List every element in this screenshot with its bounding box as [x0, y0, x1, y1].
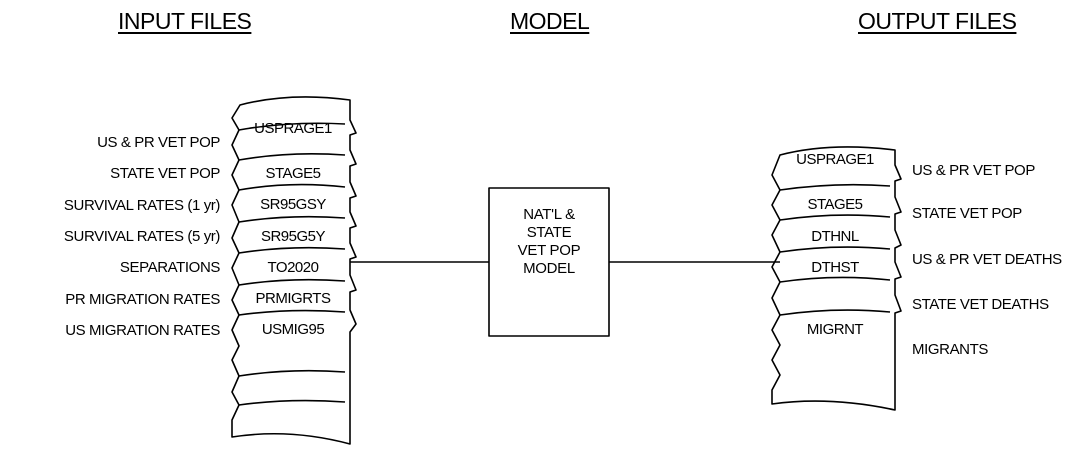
input-label: STATE VET POP [110, 165, 220, 182]
model-box-text: NAT'L & STATE VET POP MODEL [489, 206, 609, 278]
output-label: US & PR VET DEATHS [912, 251, 1062, 268]
input-file-name: SR95GSY [260, 196, 326, 213]
model-header: MODEL [510, 8, 590, 34]
output-file-divider [779, 276, 891, 283]
input-label: SURVIVAL RATES (5 yr) [63, 228, 220, 245]
output-file-name: USPRAGE1 [796, 151, 874, 168]
output-label: MIGRANTS [912, 341, 988, 358]
input-file-stack [231, 96, 357, 445]
input-file-divider [238, 369, 346, 377]
output-file-divider [779, 183, 891, 191]
input-file-name: STAGE5 [265, 165, 321, 182]
output-label: STATE VET POP [912, 205, 1022, 222]
input-file-divider [238, 278, 346, 286]
model-line: MODEL [523, 260, 575, 277]
input-label: SURVIVAL RATES (1 yr) [63, 197, 220, 214]
input-file-divider [238, 152, 346, 161]
output-file-divider [779, 246, 891, 253]
output-label: US & PR VET POP [912, 162, 1035, 179]
input-file-name: USMIG95 [261, 321, 325, 338]
output-file-name: DTHST [811, 259, 859, 276]
input-label: SEPARATIONS [119, 259, 220, 276]
output-label: STATE VET DEATHS [912, 296, 1049, 313]
input-file-divider [238, 183, 346, 191]
output-file-divider [779, 214, 891, 221]
input-label: PR MIGRATION RATES [65, 291, 220, 308]
model-line: NAT'L & [523, 206, 575, 223]
model-line: STATE [526, 224, 572, 241]
input-file-divider [238, 122, 346, 131]
input-file-divider [238, 309, 346, 316]
input-file-divider [238, 215, 346, 223]
input-files-header: INPUT FILES [118, 8, 252, 34]
input-file-name: PRMIGRTS [255, 290, 331, 307]
input-file-name: USPRAGE1 [254, 120, 332, 137]
input-file-name: SR95G5Y [260, 228, 326, 245]
output-file-stack [771, 146, 902, 411]
model-line: VET POP [517, 242, 581, 259]
output-files-header: OUTPUT FILES [858, 8, 1017, 34]
output-file-divider [779, 309, 891, 316]
input-label: US & PR VET POP [97, 134, 220, 151]
input-label: US MIGRATION RATES [65, 322, 220, 339]
output-file-name: STAGE5 [807, 196, 863, 213]
input-file-name: TO2020 [267, 259, 319, 276]
output-file-name: DTHNL [811, 228, 859, 245]
input-file-divider [238, 399, 346, 406]
input-file-divider [238, 246, 346, 254]
output-file-name: MIGRNT [806, 321, 864, 338]
